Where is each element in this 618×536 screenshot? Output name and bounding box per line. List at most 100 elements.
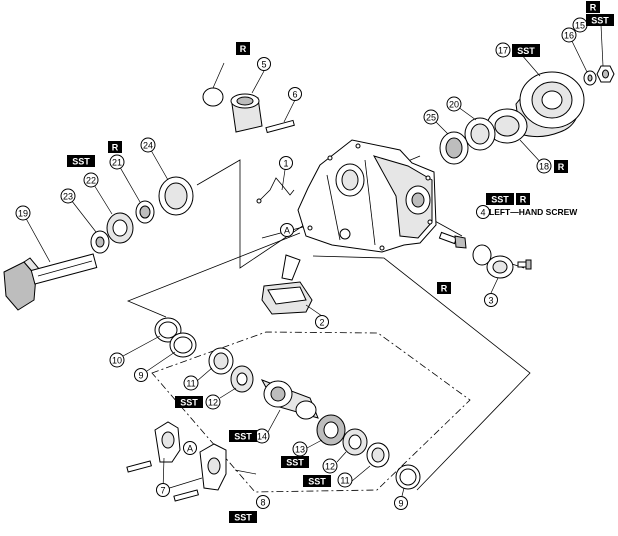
callout-7: 7 [156, 483, 170, 497]
callout-numbers: 1 2 3 4 5 6 7 8 9 9 10 11 11 12 12 13 14… [15, 17, 588, 510]
part-16-washer [583, 70, 597, 86]
svg-text:SST: SST [308, 477, 326, 487]
tag-sst-11-lower: SST [303, 475, 331, 487]
part-13-gear [316, 414, 346, 446]
svg-text:SST: SST [286, 458, 304, 468]
callout-5-text: 5 [261, 60, 266, 70]
part-15-locknut [596, 65, 615, 83]
cover-screw [517, 259, 532, 270]
callout-18: 18 [536, 158, 552, 174]
part-2-fork [261, 254, 313, 315]
tag-r-4: R [516, 193, 530, 205]
part-17-companion-flange [515, 71, 585, 138]
callout-11-upper-text: 11 [186, 379, 195, 389]
tag-r-15: R [586, 1, 600, 13]
part-9-ring-upper [169, 332, 197, 358]
callout-20: 20 [446, 96, 462, 112]
callout-22: 22 [83, 172, 99, 188]
callout-8: 8 [256, 495, 270, 509]
callout-23-text: 23 [63, 192, 73, 202]
callout-9-upper-text: 9 [138, 371, 143, 381]
callout-11-upper: 11 [183, 375, 199, 391]
callout-9-upper: 9 [134, 368, 148, 382]
tag-sst-12-upper: SST [175, 396, 203, 408]
callout-2: 2 [315, 315, 329, 329]
tag-r-oring: R [437, 282, 451, 294]
svg-text:SST: SST [180, 398, 198, 408]
svg-text:R: R [520, 195, 527, 205]
part-10-ring [154, 317, 182, 343]
svg-text:SST: SST [234, 432, 252, 442]
left-hand-screw-note: LEFT—HAND SCREW [489, 207, 578, 217]
ref-a-lower-text: A [187, 444, 193, 454]
part-12-gear-lower [342, 428, 368, 456]
callout-1: 1 [279, 156, 293, 170]
tag-sst-17: SST [512, 44, 540, 57]
part-7-bearing-caps [126, 421, 227, 502]
part-11-bearing-upper [208, 347, 234, 375]
tag-sst-14: SST [229, 430, 257, 442]
callout-21: 21 [109, 154, 125, 170]
svg-text:SST: SST [72, 157, 90, 167]
part-23-spacer [90, 230, 110, 254]
tag-sst-8: SST [229, 511, 257, 523]
callout-ref-a-lower: A [183, 441, 197, 455]
part-21-collar [135, 200, 155, 224]
callout-12-lower-text: 12 [325, 462, 335, 472]
callout-11-lower-text: 11 [340, 476, 349, 486]
callout-16: 16 [561, 27, 577, 43]
callout-13: 13 [292, 441, 308, 457]
svg-text:R: R [558, 162, 565, 172]
o-ring-top [202, 87, 224, 107]
part-12-gear-upper [230, 365, 254, 393]
tag-r-21: R [108, 141, 122, 153]
tag-r-5: R [236, 42, 250, 55]
part-5-bushing [230, 93, 263, 133]
part-25-bearing-race [439, 131, 469, 165]
callout-17-text: 17 [498, 46, 508, 56]
svg-text:R: R [590, 3, 597, 13]
leader-lines [22, 24, 604, 497]
callout-19: 19 [15, 205, 31, 221]
callout-4-text: 4 [480, 208, 485, 218]
callout-9-lower-text: 9 [398, 499, 403, 509]
callout-1-text: 1 [283, 159, 288, 169]
callout-10: 10 [109, 352, 125, 368]
subassembly-frame [151, 331, 471, 493]
svg-text:SST: SST [491, 195, 509, 205]
callout-10-text: 10 [112, 356, 122, 366]
part-24-bearing-cup [158, 176, 194, 216]
svg-text:R: R [441, 284, 448, 294]
callout-22-text: 22 [86, 176, 96, 186]
part-6-pin [265, 119, 295, 134]
callout-20-text: 20 [449, 100, 459, 110]
part-20-bearing [464, 117, 496, 151]
callout-14: 14 [254, 428, 270, 444]
callout-7-text: 7 [160, 486, 165, 496]
callout-25: 25 [423, 109, 439, 125]
callout-19-text: 19 [18, 209, 28, 219]
svg-text:SST: SST [591, 16, 609, 26]
svg-text:SST: SST [234, 513, 252, 523]
tag-sst-13: SST [281, 456, 309, 468]
callout-21-text: 21 [112, 158, 122, 168]
callout-5: 5 [257, 57, 271, 71]
callout-9-lower: 9 [394, 496, 408, 510]
ref-a-upper-text: A [284, 226, 290, 236]
callout-24: 24 [140, 137, 156, 153]
callout-3-text: 3 [488, 296, 493, 306]
part-22-bearing [106, 212, 134, 244]
part-4-bolt [438, 231, 467, 249]
callout-17: 17 [495, 42, 511, 58]
o-ring-right [472, 244, 492, 266]
callout-12-upper: 12 [205, 394, 221, 410]
callout-6: 6 [288, 87, 302, 101]
callout-14-text: 14 [257, 432, 267, 442]
callout-18-text: 18 [539, 162, 549, 172]
part-9-ring-lower [395, 464, 421, 490]
callout-12-lower: 12 [322, 458, 338, 474]
tag-sst-4: SST [486, 193, 514, 205]
tag-sst-22: SST [67, 155, 95, 167]
